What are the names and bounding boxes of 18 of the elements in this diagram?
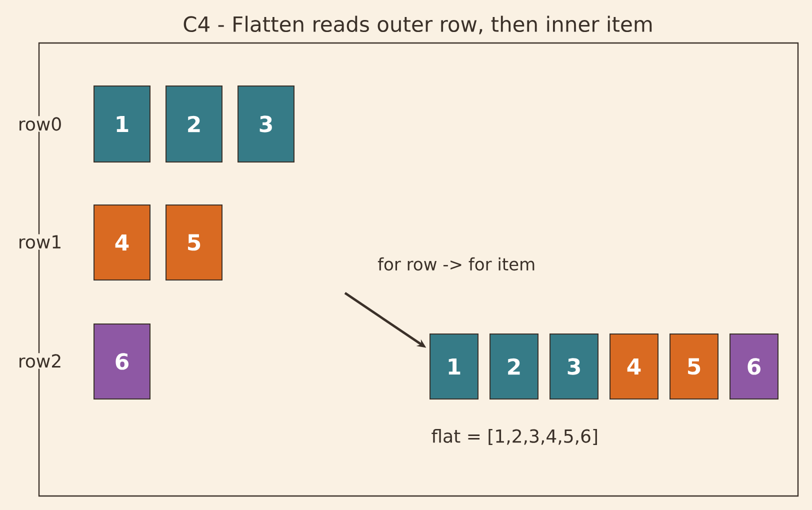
title: C4 - Flatten reads outer row, then inner item — [184, 16, 652, 34]
row-label: row2 — [16, 353, 64, 369]
number-box: 3 — [550, 334, 598, 400]
number-box: 3 — [238, 86, 294, 162]
result-note: flat = [1,2,3,4,5,6] — [430, 428, 600, 446]
number-box: 5 — [166, 204, 222, 280]
number-box: 2 — [166, 86, 222, 162]
number-box: 4 — [94, 204, 150, 280]
number-box: 2 — [490, 334, 538, 400]
edge-label: for row -> for item — [378, 257, 534, 271]
number-box: 1 — [430, 334, 478, 400]
number-box: 6 — [94, 324, 150, 400]
number-box: 4 — [610, 334, 658, 400]
number-box: 5 — [670, 334, 718, 400]
number-box: 1 — [94, 86, 150, 162]
row-label: row0 — [16, 116, 64, 132]
number-box: 6 — [730, 334, 778, 400]
row-label: row1 — [16, 234, 64, 250]
